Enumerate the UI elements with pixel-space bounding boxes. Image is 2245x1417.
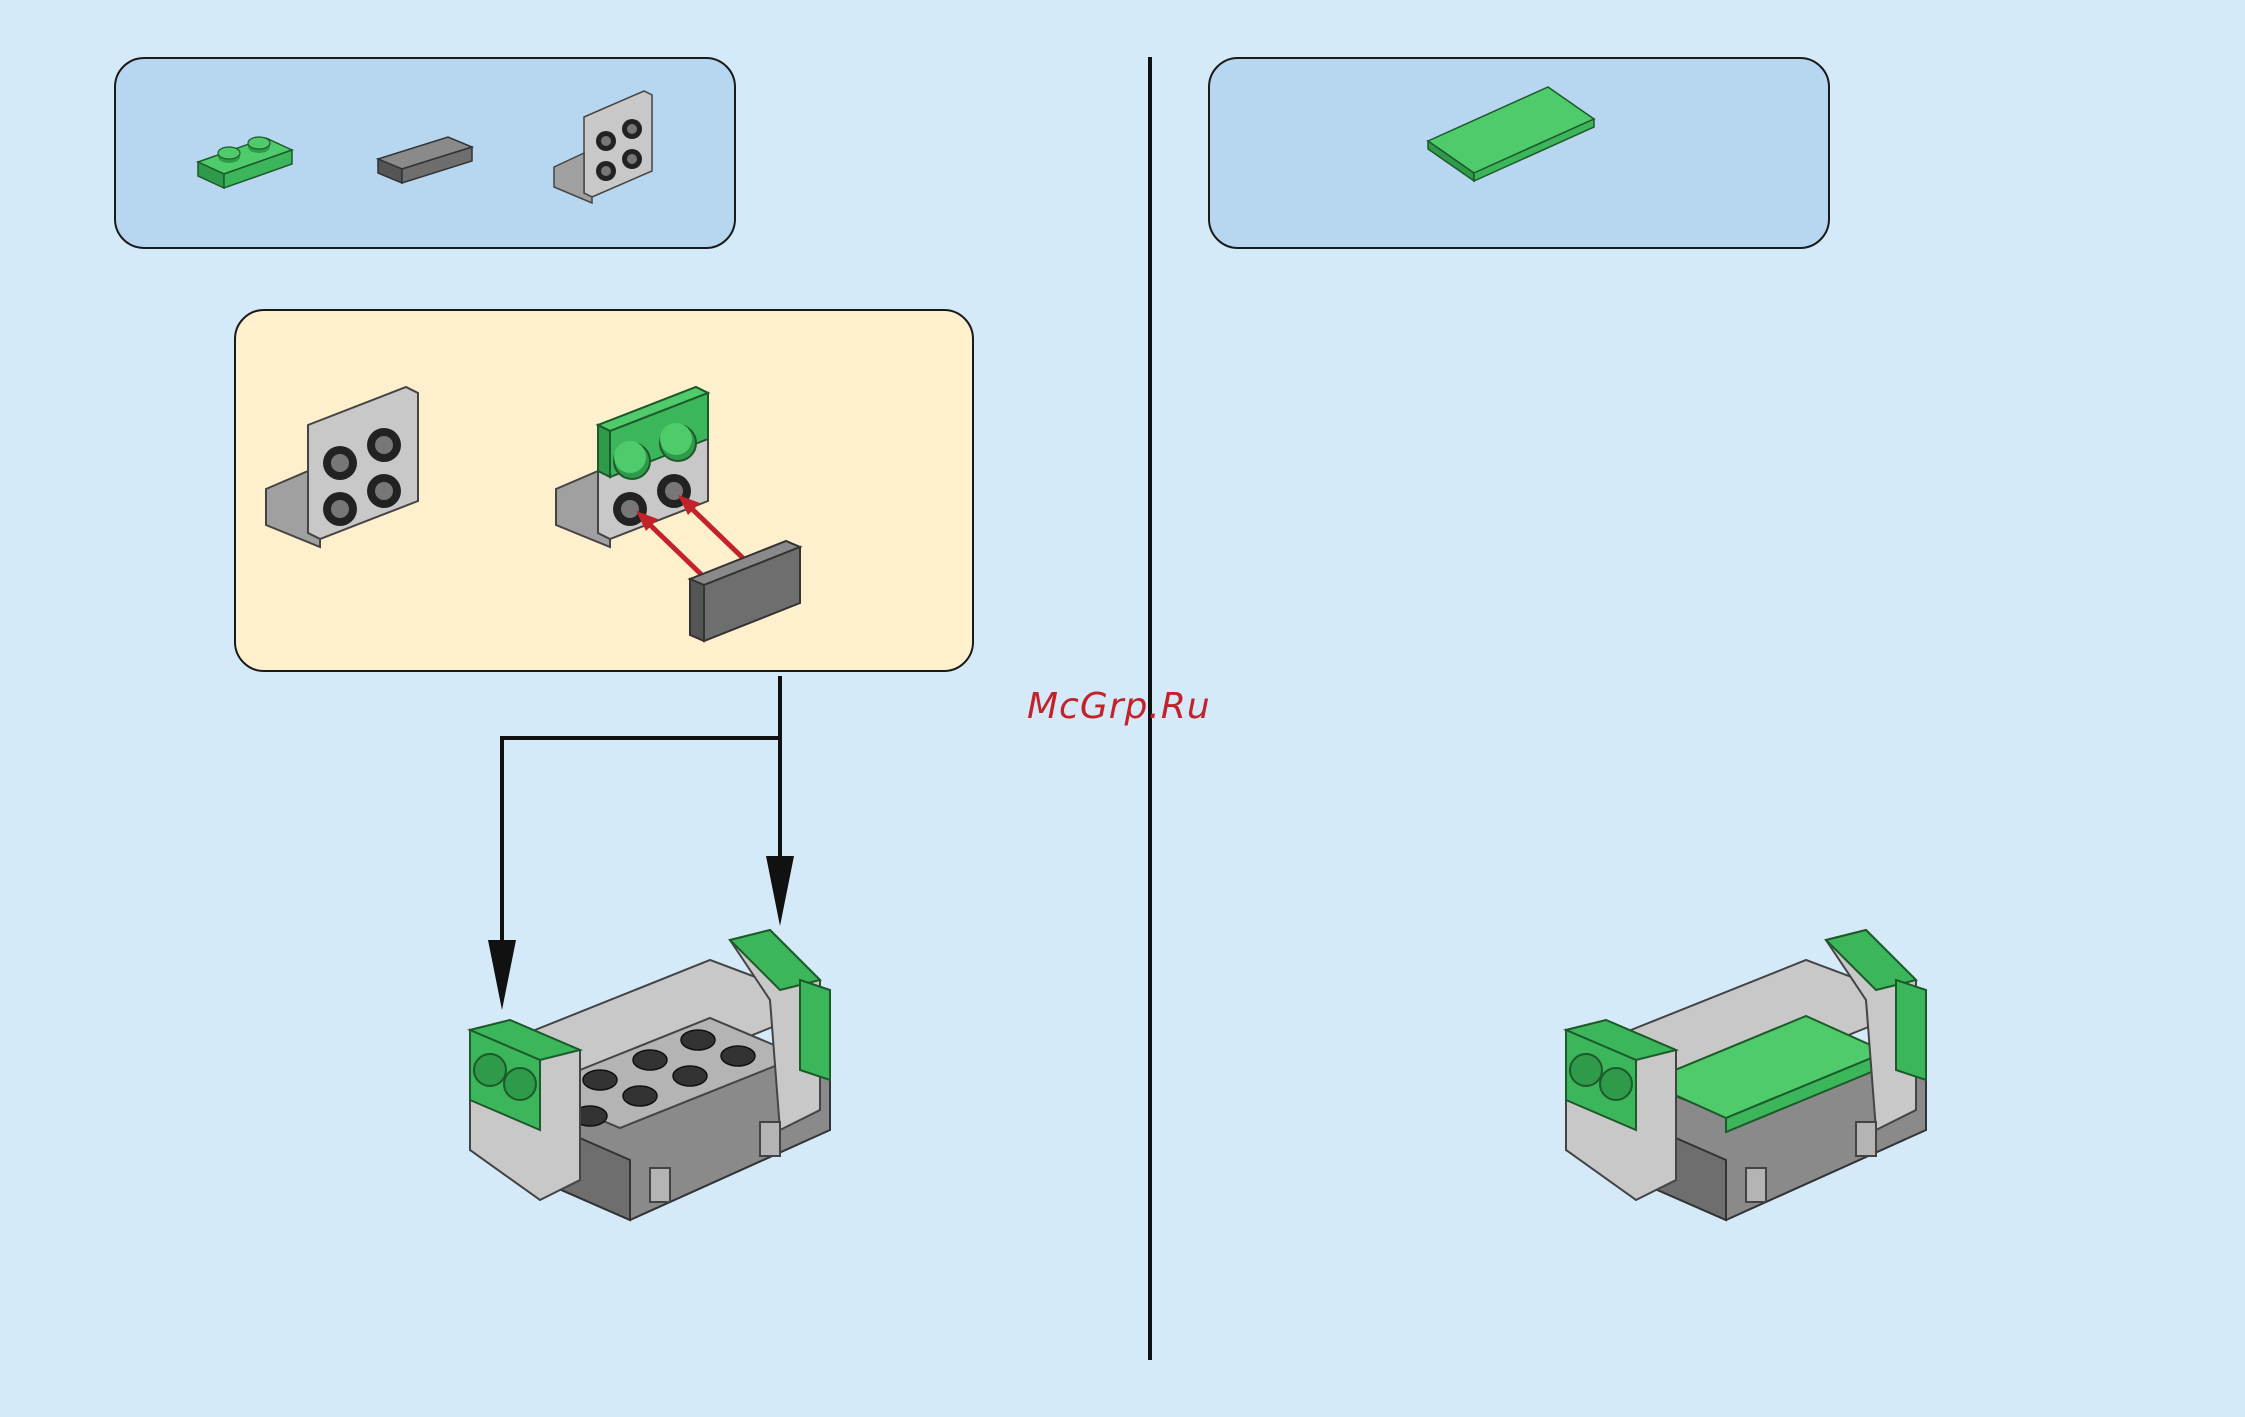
watermark-text: McGrp.Ru (1027, 686, 1211, 727)
seat-model-step-a-icon (470, 920, 840, 1240)
seat-model-step-b-icon (1566, 920, 1936, 1240)
